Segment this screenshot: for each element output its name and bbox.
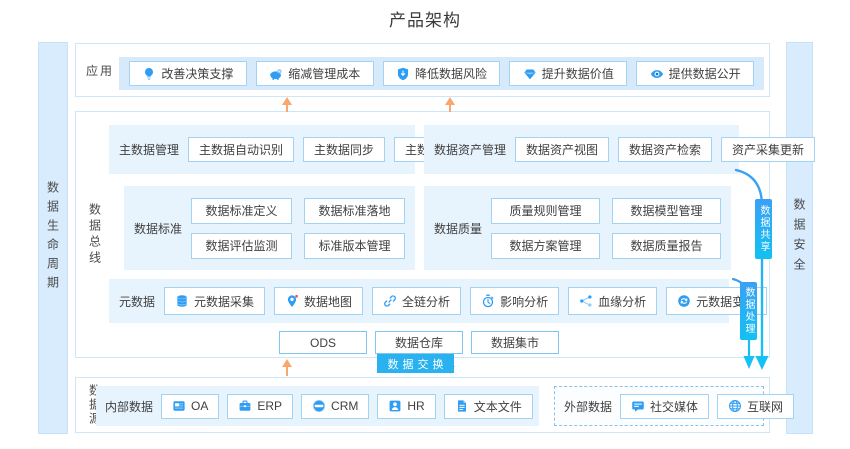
external-data-label: 外部数据 [564,399,613,414]
data-asset-group: 数据资产管理 数据资产视图 数据资产检索 资产采集更新 [424,125,816,174]
up-arrow [445,97,455,112]
external-source-social: 社交媒体 [620,393,710,419]
app-button-open-data: 提供数据公开 [636,61,754,86]
data-asset-item: 数据资产检索 [618,137,713,162]
data-standard-item: 数据标准落地 [304,197,405,224]
data-standard-group: 数据标准 数据标准定义 数据标准落地 数据评估监测 标准版本管理 [124,186,415,270]
application-section: 应用 改善决策支撑 缩减管理成本 降低数据风险 提升数据价值 提供数据公开 [75,43,770,97]
master-data-group: 主数据管理 主数据自动识别 主数据同步 主数据检索 [109,125,477,174]
metadata-item-label: 元数据采集 [194,294,255,309]
data-quality-label: 数据质量 [434,221,483,236]
eye-icon [650,67,664,81]
internal-source-erp: ERP [227,393,294,419]
storage-box-mart: 数据集市 [471,331,559,354]
internal-source-label: 文本文件 [473,399,522,414]
lineage-icon [579,294,593,308]
app-button-reduce-risk: 降低数据风险 [382,61,501,86]
app-button-label: 改善决策支撑 [161,67,234,81]
gem-icon [523,67,537,81]
database-icon [175,294,189,308]
data-standard-item: 数据评估监测 [191,232,292,259]
app-button-label: 提供数据公开 [668,67,741,81]
stopwatch-icon [481,294,495,308]
master-data-item: 主数据同步 [303,137,386,162]
sidebar-data-security: 数据安全 [786,42,813,434]
person-icon [388,399,402,413]
data-quality-item: 质量规则管理 [491,197,600,224]
master-data-item: 主数据自动识别 [188,137,295,162]
metadata-item-label: 血缘分析 [598,294,647,309]
metadata-item: 全链分析 [372,287,462,315]
external-source-label: 社交媒体 [650,399,699,414]
link-icon [383,294,397,308]
master-data-label: 主数据管理 [119,143,180,157]
data-standard-label: 数据标准 [134,221,183,236]
internal-source-hr: HR [377,393,436,419]
oa-doc-icon [172,399,186,413]
data-asset-item: 资产采集更新 [721,137,816,162]
data-process-badge: 数据处理 [740,282,757,340]
metadata-item: 影响分析 [470,287,560,315]
data-source-section: 数据源 内部数据 OA ERP CRM HR 文本文件 [75,377,795,433]
data-quality-item: 数据方案管理 [491,232,600,259]
data-bus-label: 数据总线 [87,202,102,267]
app-button-increase-value: 提升数据价值 [509,61,628,86]
internal-source-label: OA [191,399,209,413]
metadata-item: 数据地图 [274,287,364,315]
data-asset-label: 数据资产管理 [434,143,507,157]
metadata-item-label: 数据地图 [304,294,353,309]
external-data-group: 外部数据 社交媒体 互联网 [554,386,795,426]
data-bus-section: 数据总线 主数据管理 主数据自动识别 主数据同步 主数据检索 数据资产管理 数据… [75,111,816,358]
text-file-icon [455,399,469,413]
internal-data-label: 内部数据 [105,399,154,414]
application-label: 应用 [86,63,115,78]
piggy-bank-icon [269,67,283,81]
globe-icon [728,399,742,413]
briefcase-icon [238,399,252,413]
metadata-item: 元数据采集 [164,287,266,315]
application-band: 改善决策支撑 缩减管理成本 降低数据风险 提升数据价值 提供数据公开 [119,57,764,90]
data-share-badge: 数据共享 [755,199,772,259]
app-button-label: 提升数据价值 [541,67,614,81]
internal-source-textfile: 文本文件 [443,393,533,419]
crm-icon [312,399,326,413]
storage-box-ods: ODS [279,331,367,354]
data-standard-item: 标准版本管理 [304,232,405,259]
app-button-decision-support: 改善决策支撑 [129,61,247,86]
data-exchange-badge: 数据交换 [377,354,454,373]
app-button-reduce-cost: 缩减管理成本 [255,61,374,86]
data-quality-group: 数据质量 质量规则管理 数据模型管理 数据方案管理 数据质量报告 [424,186,731,270]
social-chat-icon [631,399,645,413]
bulb-icon [142,67,156,81]
sidebar-data-lifecycle: 数据生命周期 [38,42,68,434]
data-asset-item: 数据资产视图 [515,137,610,162]
internal-source-crm: CRM [301,393,370,419]
refresh-icon [677,294,691,308]
data-quality-item: 数据模型管理 [612,197,721,224]
external-source-internet: 互联网 [717,393,795,419]
map-pin-icon [285,294,299,308]
up-arrow [282,359,292,376]
internal-data-group: 内部数据 OA ERP CRM HR 文本文件 [96,386,539,426]
shield-icon [396,67,410,81]
metadata-item-label: 影响分析 [500,294,549,309]
data-quality-item: 数据质量报告 [612,232,721,259]
external-source-label: 互联网 [747,399,784,414]
internal-source-label: ERP [257,399,283,413]
metadata-label: 元数据 [119,294,156,309]
metadata-item-label: 全链分析 [402,294,451,309]
up-arrow [282,97,292,112]
data-standard-item: 数据标准定义 [191,197,292,224]
page-title: 产品架构 [389,11,461,30]
app-button-label: 缩减管理成本 [288,67,361,81]
internal-source-label: HR [407,399,425,413]
app-button-label: 降低数据风险 [414,67,487,81]
internal-source-oa: OA [161,393,220,419]
metadata-item: 血缘分析 [568,287,658,315]
metadata-group: 元数据 元数据采集 数据地图 全链分析 影响分析 血缘分析 [109,279,768,323]
internal-source-label: CRM [331,399,359,413]
storage-box-warehouse: 数据仓库 [375,331,463,354]
